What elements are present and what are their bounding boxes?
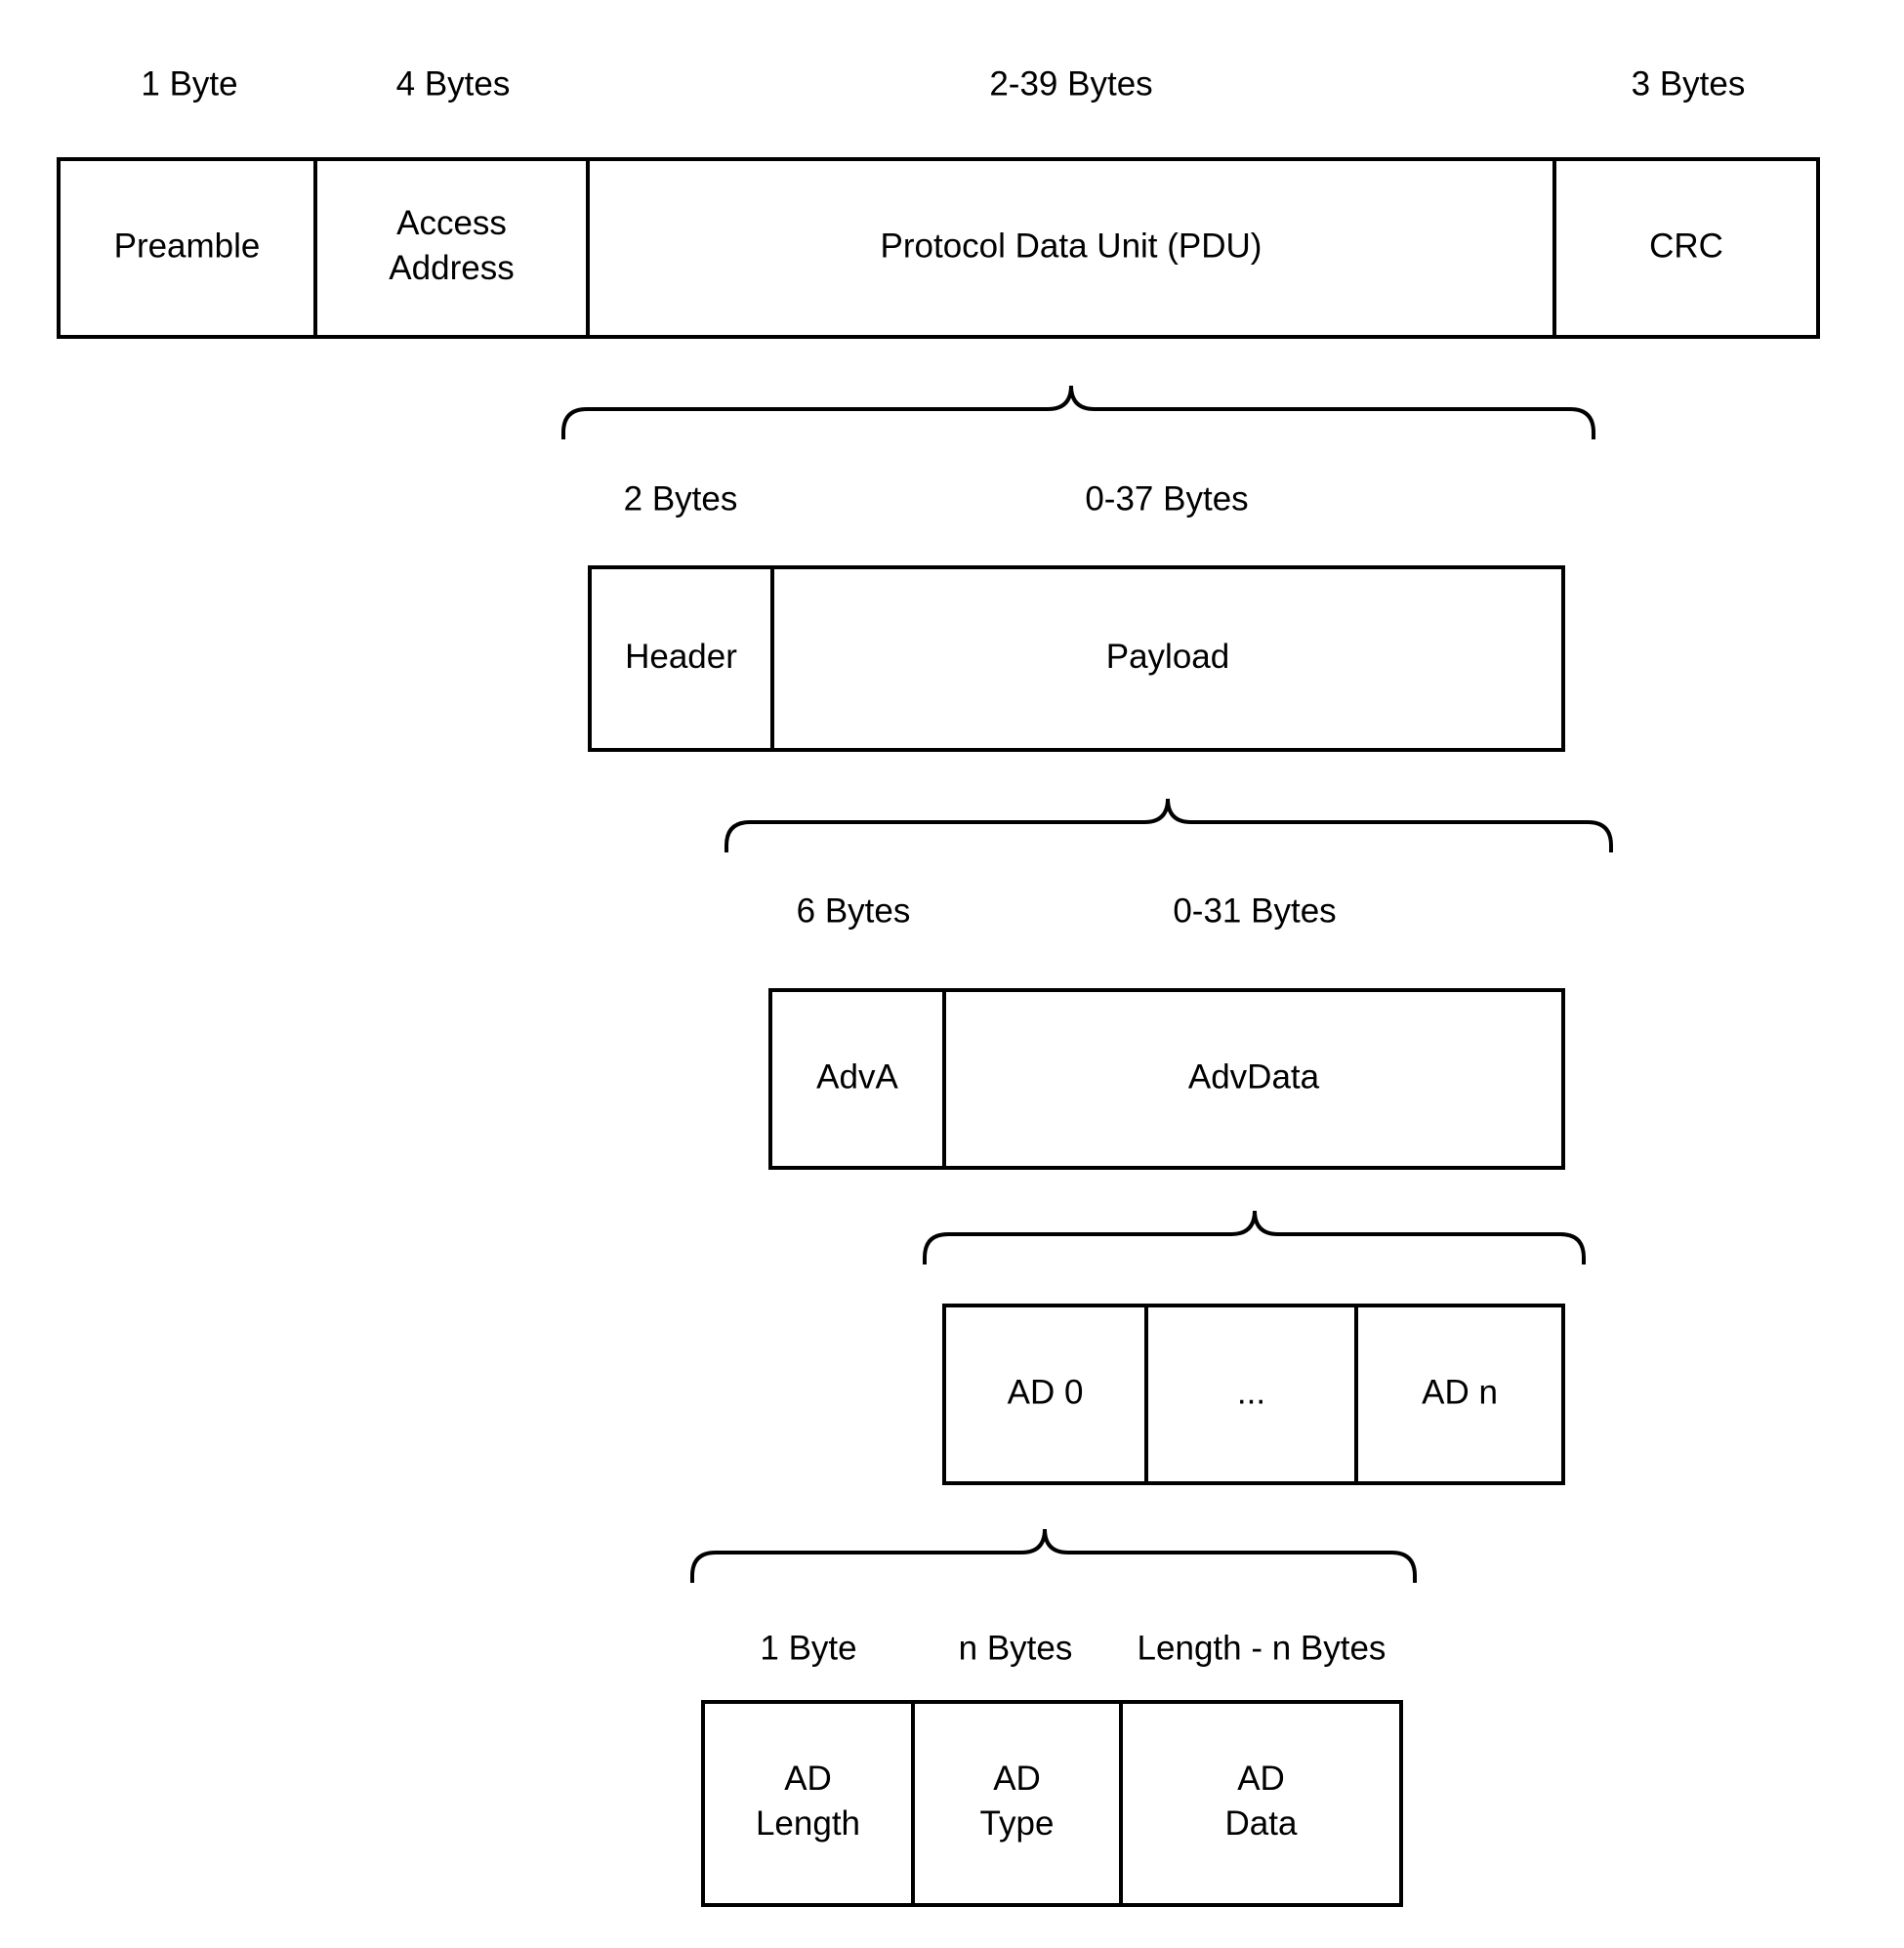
brace-payload [724,798,1613,852]
size-labels-link-layer: 1 Byte 4 Bytes 2-39 Bytes 3 Bytes [141,64,1745,103]
field-label-protocol-data-unit-pdu: Protocol Data Unit (PDU) [881,227,1262,265]
size-label-1-byte: 1 Byte [141,64,237,103]
size-label-1-byte: 1 Byte [760,1629,856,1667]
field-label-crc: CRC [1649,227,1723,265]
brace-advdata [923,1210,1586,1264]
size-label-2-bytes: 2 Bytes [624,479,738,518]
field-label-preamble: Preamble [114,227,261,265]
packet-row-payload: AdvA AdvData [768,988,1565,1170]
field-label-advdata: AdvData [1188,1057,1320,1096]
field-label-ad-n: AD n [1422,1373,1498,1411]
brace-ad [690,1528,1417,1583]
size-labels-payload: 6 Bytes 0-31 Bytes [797,891,1337,930]
field-label-adva: AdvA [816,1057,898,1096]
field-label-: ... [1237,1373,1265,1411]
field-label-header: Header [625,638,737,676]
brace-pdu [561,385,1595,439]
size-label-4-bytes: 4 Bytes [396,64,511,103]
size-label-2-39-bytes: 2-39 Bytes [989,64,1152,103]
packet-row-advdata: AD 0... AD n [942,1304,1565,1485]
packet-row-outline-link-layer-packet [57,157,1820,339]
size-label-3-bytes: 3 Bytes [1632,64,1746,103]
packet-row-outline-advdata [942,1304,1565,1485]
size-label-6-bytes: 6 Bytes [797,891,911,930]
size-label-n-bytes: n Bytes [959,1629,1073,1667]
field-label-ad-0: AD 0 [1008,1373,1084,1411]
packet-row-outline-pdu [588,565,1565,752]
size-label-length-n-bytes: Length - n Bytes [1138,1629,1387,1667]
size-labels-pdu: 2 Bytes 0-37 Bytes [624,479,1249,518]
packet-row-outline-ad-structure [701,1700,1403,1907]
size-label-0-31-bytes: 0-31 Bytes [1173,891,1336,930]
size-labels-ad-structure: 1 Byte n Bytes Length - n Bytes [760,1629,1386,1667]
field-label-payload: Payload [1106,638,1229,676]
packet-row-pdu: Header Payload [588,565,1565,752]
size-label-0-37-bytes: 0-37 Bytes [1085,479,1248,518]
packet-row-outline-payload [768,988,1565,1170]
